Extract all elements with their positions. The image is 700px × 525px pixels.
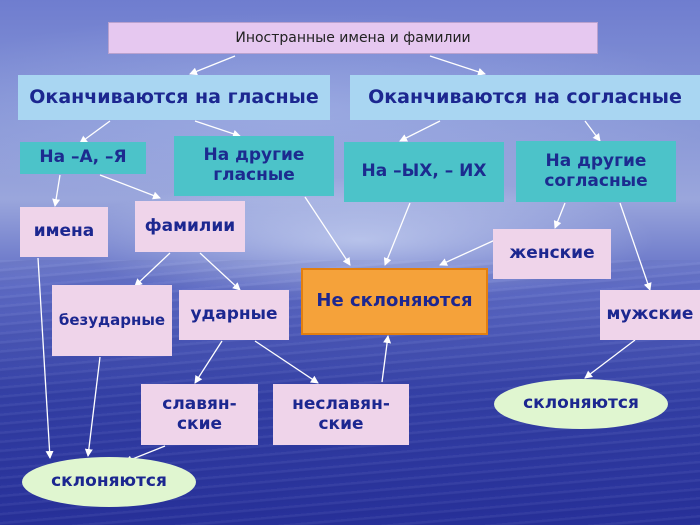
node-declined-left: склоняются <box>22 457 196 507</box>
node-unstressed: безударные <box>52 285 172 356</box>
node-other-consonants-line-2: согласные <box>544 170 648 191</box>
node-slavic: славян- ские <box>141 384 258 445</box>
arrow-consonants-other <box>584 120 601 142</box>
node-names: имена <box>20 207 108 257</box>
arrow-stressed-slavic <box>194 340 223 384</box>
node-stressed: ударные <box>179 290 289 340</box>
arrow-non-slavic-not-declined <box>381 335 392 383</box>
arrow-surnames-unstressed <box>134 252 171 287</box>
node-non-slavic-line-2: ские <box>318 413 364 434</box>
node-declined-right: склоняются <box>494 379 668 429</box>
arrow-male-declined <box>584 339 636 379</box>
node-slavic-line-1: славян- <box>162 393 237 414</box>
node-non-slavic-line-1: неславян- <box>292 393 390 414</box>
node-other-vowels: На другие гласные <box>174 136 334 196</box>
arrow-consonants-yh <box>399 120 441 142</box>
arrow-other-consonants-male <box>619 202 652 291</box>
arrow-vowels-a-ya <box>79 120 111 144</box>
arrow-a-ya-names <box>52 174 61 207</box>
arrow-other-consonants-female <box>553 202 566 229</box>
node-on-yh-ih: На –ЫХ, – ИХ <box>344 142 504 202</box>
node-male: мужские <box>600 290 700 340</box>
node-other-consonants: На другие согласные <box>516 141 676 202</box>
arrow-stressed-non-slavic <box>254 340 319 384</box>
arrow-title-consonants <box>429 55 486 76</box>
node-vowel-ending: Оканчиваются на гласные <box>18 75 330 120</box>
node-on-a-ya: На –А, –Я <box>20 142 146 174</box>
node-slavic-line-2: ские <box>176 413 223 434</box>
node-surnames: фамилии <box>135 201 245 252</box>
node-other-consonants-line-1: На другие <box>545 150 647 171</box>
arrow-a-ya-surnames <box>99 174 161 200</box>
arrow-names-declined <box>37 257 54 459</box>
arrow-title-vowels <box>189 55 236 76</box>
node-consonant-ending: Оканчиваются на согласные <box>350 75 700 120</box>
node-other-vowels-line-2: гласные <box>213 165 295 185</box>
arrow-vowels-other <box>194 120 241 138</box>
diagram-title: Иностранные имена и фамилии <box>108 22 598 54</box>
node-not-declined: Не склоняются <box>301 268 488 335</box>
node-other-vowels-line-1: На другие <box>203 145 305 166</box>
node-non-slavic: неславян- ские <box>273 384 409 445</box>
arrow-other-vowels-not-declined <box>304 196 351 266</box>
arrow-yh-not-declined <box>383 202 411 266</box>
arrow-unstressed-declined <box>84 356 101 457</box>
node-female: женские <box>493 229 611 279</box>
arrow-surnames-stressed <box>199 252 241 291</box>
arrow-female-not-declined <box>439 239 496 266</box>
